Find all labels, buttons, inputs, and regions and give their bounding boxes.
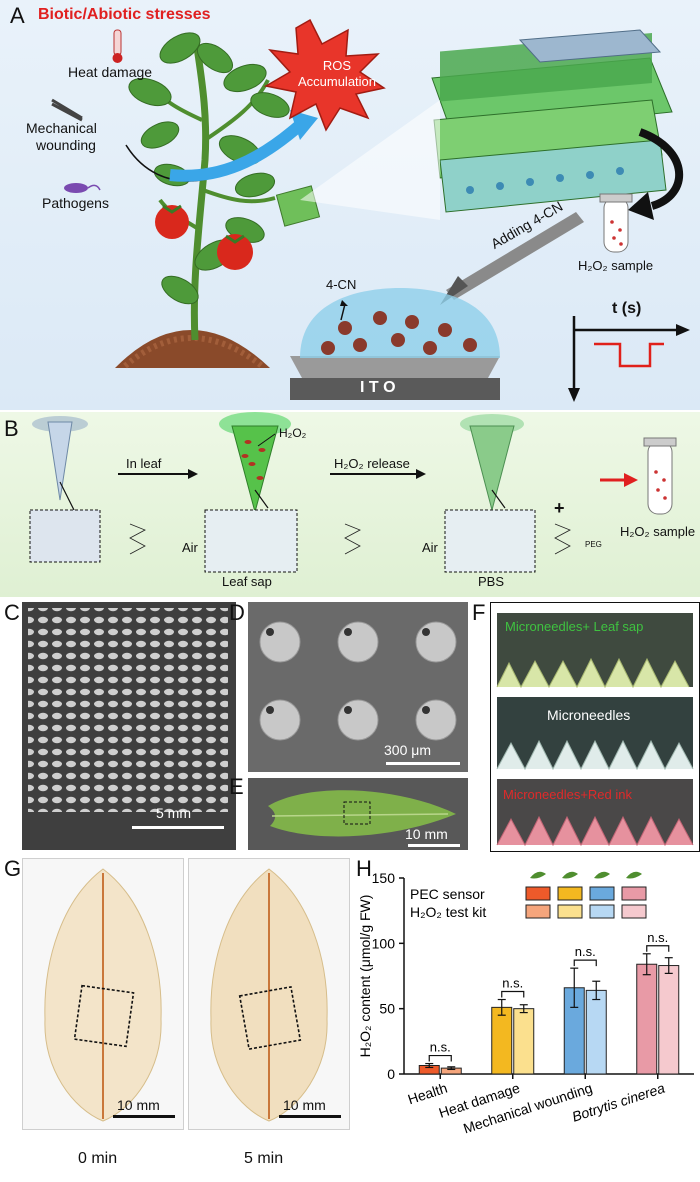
legend-swatch-1-3: [621, 904, 647, 919]
legend-label-0: PEC sensor: [410, 886, 485, 902]
panel-a-label: A: [10, 3, 25, 28]
sig-bracket-2: [573, 959, 597, 967]
panel-b: B In leaf H₂O₂ H₂O₂ release Air Air Leaf…: [0, 412, 700, 597]
panel-b-label: B: [4, 416, 19, 441]
f-title-leaf-sap: Microneedles+ Leaf sap: [505, 619, 644, 634]
scale-label-d: 300 μm: [384, 742, 431, 758]
scale-bar-g2: [279, 1115, 341, 1118]
heat-damage-label: Heat damage: [68, 64, 153, 80]
panel-c-photo: 5 mm: [22, 602, 236, 850]
panel-b-illustration: [29, 412, 677, 573]
legend-swatch-1-2: [589, 904, 615, 919]
legend-leaf-icon-1: [562, 871, 578, 879]
microneedle-array-photo: [28, 608, 228, 812]
legend-label-1: H₂O₂ test kit: [410, 904, 486, 920]
scale-label-g1: 10 mm: [117, 1097, 160, 1113]
panel-g-photo-1: 10 mm: [22, 858, 184, 1130]
scale-label-g2: 10 mm: [283, 1097, 326, 1113]
panel-e-label: E: [229, 774, 244, 799]
f-title-microneedles: Microneedles: [547, 707, 631, 723]
air-label-1: Air: [182, 540, 198, 555]
pathogens-label: Pathogens: [42, 195, 109, 211]
panel-f-label: F: [472, 600, 486, 625]
caption-5min: 5 min: [244, 1150, 284, 1167]
scale-bar-g1: [113, 1115, 175, 1118]
y-tick-label-3: 150: [372, 870, 396, 886]
panel-g-label: G: [4, 856, 22, 881]
sig-bracket-0: [428, 1054, 452, 1062]
wounding-label: wounding: [36, 137, 96, 153]
h2o2-sample-label-b: H₂O₂ sample: [620, 524, 696, 539]
microneedle-photos: [496, 613, 694, 847]
ito-label: I T O: [360, 379, 396, 396]
leaf-0min-photo: [44, 868, 162, 1122]
f-title-red-ink: Microneedles+Red ink: [503, 787, 632, 802]
sig-label-2: n.s.: [575, 944, 596, 959]
panel-a: A Biotic/Abiotic stresses Heat damage Me…: [0, 0, 700, 410]
panel-h-label: H: [356, 856, 372, 881]
legend-leaf-icon-0: [530, 871, 546, 879]
plus-label: +: [554, 498, 565, 518]
time-axis-label: t (s): [612, 300, 642, 317]
legend-leaf-icon-3: [626, 871, 642, 879]
legend-swatch-0-0: [525, 886, 551, 901]
panel-e-photo: 10 mm: [248, 778, 468, 850]
panel-f-frame: Microneedles+ Leaf sap Microneedles Micr…: [490, 602, 700, 852]
bar-1-3: [658, 965, 680, 1075]
bar-0-1: [491, 1006, 513, 1075]
legend-swatch-1-1: [557, 904, 583, 919]
bar-0-3: [636, 963, 658, 1075]
scale-label-e: 10 mm: [405, 826, 448, 842]
h2o2-release-label: H₂O₂ release: [334, 456, 410, 471]
legend-swatch-0-3: [621, 886, 647, 901]
sig-bracket-1: [501, 990, 525, 998]
panel-g-photo-2: 10 mm: [188, 858, 350, 1130]
legend-swatch-0-1: [557, 886, 583, 901]
accumulation-label: Accumulation: [297, 74, 377, 89]
pbs-label: PBS: [478, 574, 505, 589]
scale-label-c: 5 mm: [156, 805, 191, 821]
panel-d-sem: 300 μm: [248, 602, 468, 772]
h2o2-label-b: H₂O₂: [279, 426, 307, 440]
panel-d-label: D: [229, 600, 245, 625]
air-label-2: Air: [422, 540, 438, 555]
in-leaf-label: In leaf: [126, 456, 162, 471]
sig-label-0: n.s.: [430, 1040, 451, 1055]
y-axis-title: H₂O₂ content (μmol/g FW): [357, 895, 373, 1058]
leaf-sap-label: Leaf sap: [222, 574, 272, 589]
legend-leaf-icon-2: [594, 871, 610, 879]
scale-bar-c: [132, 826, 224, 829]
leaf-5min-photo: [210, 868, 328, 1122]
sig-label-3: n.s.: [647, 930, 668, 945]
4cn-label: 4-CN: [326, 277, 357, 292]
legend-swatch-0-2: [589, 886, 615, 901]
y-tick-label-1: 50: [379, 1001, 395, 1017]
leaf-photo: [268, 790, 456, 837]
h2o2-sample-label-a: H₂O₂ sample: [578, 258, 654, 273]
caption-0min: 0 min: [78, 1150, 118, 1167]
y-tick-label-0: 0: [387, 1066, 395, 1082]
peg-label: PEG: [585, 540, 602, 549]
bar-1-2: [585, 989, 607, 1075]
stress-title: Biotic/Abiotic stresses: [38, 6, 211, 23]
scale-bar-e: [408, 844, 460, 847]
legend-swatch-1-0: [525, 904, 551, 919]
sig-bracket-3: [646, 945, 670, 952]
panel-c-label: C: [4, 600, 20, 625]
scale-bar-d: [386, 762, 460, 765]
bar-1-1: [513, 1008, 535, 1075]
panel-a-illustration: [51, 18, 690, 402]
sig-label-1: n.s.: [502, 976, 523, 991]
sem-image: [259, 621, 457, 741]
ros-label: ROS: [322, 58, 352, 73]
mechanical-label: Mechanical: [26, 120, 97, 136]
y-tick-label-2: 100: [372, 935, 396, 951]
